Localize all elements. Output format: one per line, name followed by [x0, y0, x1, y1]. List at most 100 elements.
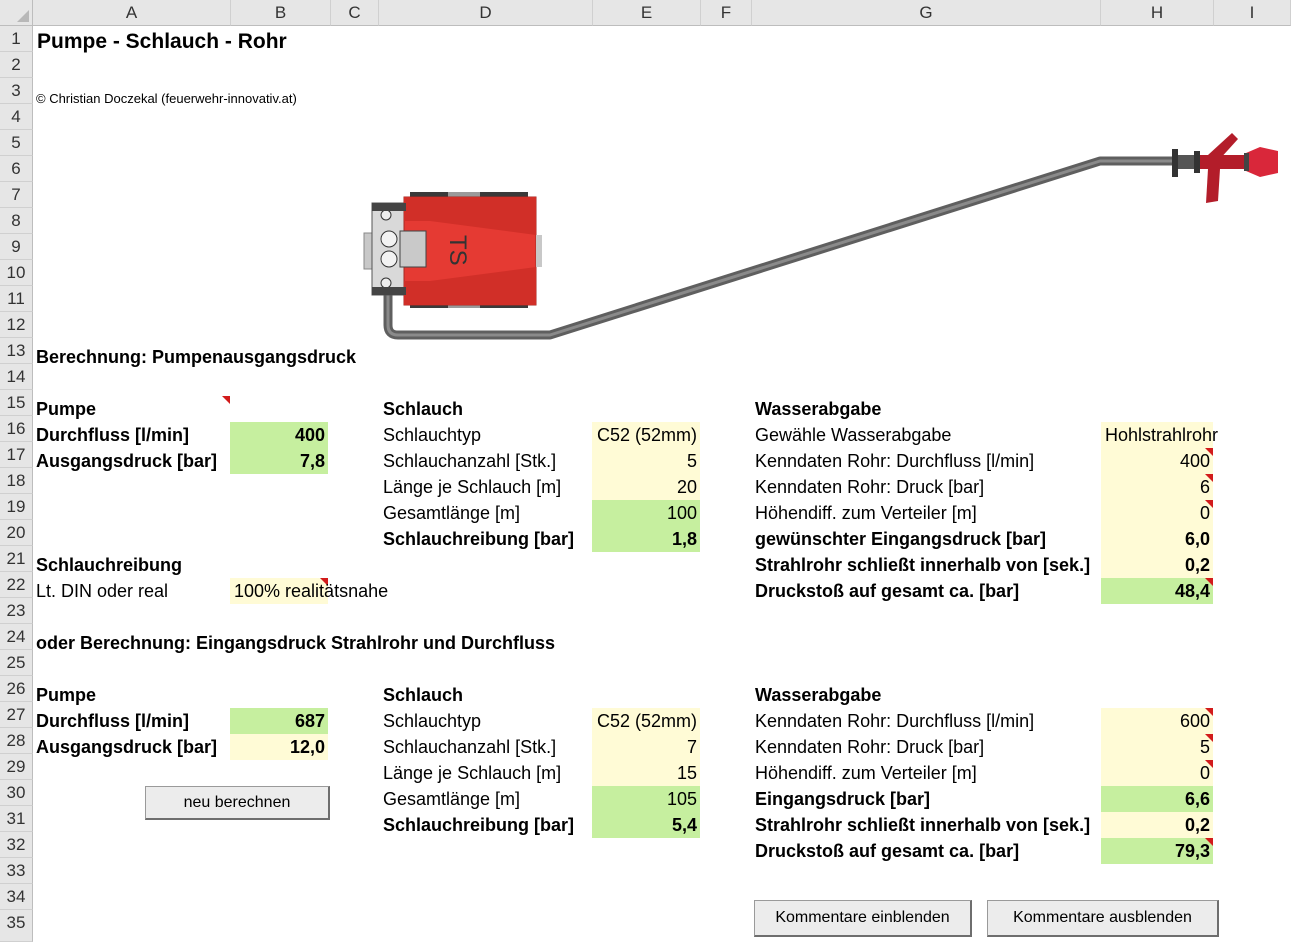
row-header[interactable]: 35	[0, 910, 33, 942]
section1-heading[interactable]: Berechnung: Pumpenausgangsdruck	[36, 347, 357, 367]
s2-anzahl-label[interactable]: Schlauchanzahl [Stk.]	[383, 737, 557, 757]
s1-ausgangsdruck-label[interactable]: Ausgangsdruck [bar]	[36, 451, 218, 471]
s1-schliesst-label[interactable]: Strahlrohr schließt innerhalb von [sek.]	[755, 555, 1091, 575]
s2-ausgangsdruck-input[interactable]: 12,0	[230, 734, 328, 760]
s1-typ-select[interactable]: C52 (52mm)	[592, 422, 700, 448]
s2-reibung-result-label[interactable]: Schlauchreibung [bar]	[383, 815, 575, 835]
s2-typ-select[interactable]: C52 (52mm)	[592, 708, 700, 734]
s2-schliesst-label[interactable]: Strahlrohr schließt innerhalb von [sek.]	[755, 815, 1091, 835]
row-header[interactable]: 22	[0, 572, 33, 598]
row-header[interactable]: 21	[0, 546, 33, 572]
s2-pumpe-header[interactable]: Pumpe	[36, 685, 97, 705]
s2-kd-druck-label[interactable]: Kenndaten Rohr: Druck [bar]	[755, 737, 985, 757]
s2-anzahl-input[interactable]: 7	[592, 734, 700, 760]
row-header[interactable]: 15	[0, 390, 33, 416]
row-header[interactable]: 4	[0, 104, 33, 130]
row-header[interactable]: 31	[0, 806, 33, 832]
s1-kd-durchfluss-input[interactable]: 400	[1101, 448, 1213, 474]
row-header[interactable]: 17	[0, 442, 33, 468]
hide-comments-button[interactable]: Kommentare ausblenden	[987, 900, 1219, 937]
s2-kd-durchfluss-input[interactable]: 600	[1101, 708, 1213, 734]
row-header[interactable]: 26	[0, 676, 33, 702]
column-header-e[interactable]: E	[593, 0, 701, 26]
s2-wasser-header[interactable]: Wasserabgabe	[755, 685, 882, 705]
comment-marker-icon[interactable]	[320, 578, 328, 586]
section2-heading[interactable]: oder Berechnung: Eingangsdruck Strahlroh…	[36, 633, 556, 653]
s2-durchfluss-value[interactable]: 687	[230, 708, 328, 734]
recalculate-button[interactable]: neu berechnen	[145, 786, 330, 820]
select-all-corner[interactable]	[0, 0, 33, 26]
s2-gesamt-label[interactable]: Gesamtlänge [m]	[383, 789, 521, 809]
s2-gesamt-value[interactable]: 105	[592, 786, 700, 812]
s1-reibung-result-value[interactable]: 1,8	[592, 526, 700, 552]
s2-hoehe-input[interactable]: 0	[1101, 760, 1213, 786]
s1-abgabe-select[interactable]: Hohlstrahlrohr	[1105, 425, 1219, 445]
row-header[interactable]: 18	[0, 468, 33, 494]
row-header[interactable]: 33	[0, 858, 33, 884]
s2-stoss-value[interactable]: 79,3	[1101, 838, 1213, 864]
s1-gesamt-value[interactable]: 100	[592, 500, 700, 526]
row-header[interactable]: 14	[0, 364, 33, 390]
s1-laenge-input[interactable]: 20	[592, 474, 700, 500]
s1-kd-druck-input[interactable]: 6	[1101, 474, 1213, 500]
row-header[interactable]: 25	[0, 650, 33, 676]
s1-reibung-label[interactable]: Lt. DIN oder real	[36, 581, 169, 601]
column-header-c[interactable]: C	[331, 0, 379, 26]
column-header-d[interactable]: D	[379, 0, 593, 26]
row-header[interactable]: 20	[0, 520, 33, 546]
row-header[interactable]: 11	[0, 286, 33, 312]
column-header-f[interactable]: F	[701, 0, 752, 26]
s1-schlauch-header[interactable]: Schlauch	[383, 399, 464, 419]
s1-typ-label[interactable]: Schlauchtyp	[383, 425, 482, 445]
s1-hoehe-label[interactable]: Höhendiff. zum Verteiler [m]	[755, 503, 977, 523]
s1-wasser-header[interactable]: Wasserabgabe	[755, 399, 882, 419]
row-header[interactable]: 6	[0, 156, 33, 182]
column-header-h[interactable]: H	[1101, 0, 1214, 26]
row-header[interactable]: 24	[0, 624, 33, 650]
s1-abgabe-label[interactable]: Gewähle Wasserabgabe	[755, 425, 952, 445]
s1-stoss-value[interactable]: 48,4	[1101, 578, 1213, 604]
s1-schliesst-input[interactable]: 0,2	[1101, 552, 1213, 578]
show-comments-button[interactable]: Kommentare einblenden	[754, 900, 972, 937]
s1-reibung-header[interactable]: Schlauchreibung	[36, 555, 183, 575]
s2-kd-durchfluss-label[interactable]: Kenndaten Rohr: Durchfluss [l/min]	[755, 711, 1035, 731]
s1-kd-druck-label[interactable]: Kenndaten Rohr: Druck [bar]	[755, 477, 985, 497]
row-header[interactable]: 34	[0, 884, 33, 910]
s2-durchfluss-label[interactable]: Durchfluss [l/min]	[36, 711, 190, 731]
s1-pumpe-header[interactable]: Pumpe	[36, 399, 97, 419]
comment-marker-icon[interactable]	[222, 396, 230, 404]
s2-eingang-value[interactable]: 6,6	[1101, 786, 1213, 812]
s1-reibung-select[interactable]: 100% realitätsnahe	[234, 581, 389, 601]
s2-schliesst-input[interactable]: 0,2	[1101, 812, 1213, 838]
column-header-b[interactable]: B	[231, 0, 331, 26]
row-header[interactable]: 1	[0, 26, 33, 52]
s1-eingang-label[interactable]: gewünschter Eingangsdruck [bar]	[755, 529, 1047, 549]
row-header[interactable]: 9	[0, 234, 33, 260]
s1-durchfluss-value[interactable]: 400	[230, 422, 328, 448]
column-header-g[interactable]: G	[752, 0, 1101, 26]
row-header[interactable]: 16	[0, 416, 33, 442]
row-header[interactable]: 3	[0, 78, 33, 104]
s1-anzahl-input[interactable]: 5	[592, 448, 700, 474]
s2-schlauch-header[interactable]: Schlauch	[383, 685, 464, 705]
s2-reibung-result-value[interactable]: 5,4	[592, 812, 700, 838]
column-header-a[interactable]: A	[33, 0, 231, 26]
row-header[interactable]: 19	[0, 494, 33, 520]
s2-eingang-label[interactable]: Eingangsdruck [bar]	[755, 789, 931, 809]
row-header[interactable]: 8	[0, 208, 33, 234]
row-header[interactable]: 12	[0, 312, 33, 338]
s1-reibung-result-label[interactable]: Schlauchreibung [bar]	[383, 529, 575, 549]
row-header[interactable]: 10	[0, 260, 33, 286]
s2-kd-druck-input[interactable]: 5	[1101, 734, 1213, 760]
s1-laenge-label[interactable]: Länge je Schlauch [m]	[383, 477, 562, 497]
row-header[interactable]: 28	[0, 728, 33, 754]
s1-kd-durchfluss-label[interactable]: Kenndaten Rohr: Durchfluss [l/min]	[755, 451, 1035, 471]
s1-gesamt-label[interactable]: Gesamtlänge [m]	[383, 503, 521, 523]
s2-laenge-input[interactable]: 15	[592, 760, 700, 786]
s1-eingang-input[interactable]: 6,0	[1101, 526, 1213, 552]
column-header-i[interactable]: I	[1214, 0, 1291, 26]
row-header[interactable]: 32	[0, 832, 33, 858]
row-header[interactable]: 13	[0, 338, 33, 364]
s2-typ-label[interactable]: Schlauchtyp	[383, 711, 482, 731]
s2-stoss-label[interactable]: Druckstoß auf gesamt ca. [bar]	[755, 841, 1020, 861]
